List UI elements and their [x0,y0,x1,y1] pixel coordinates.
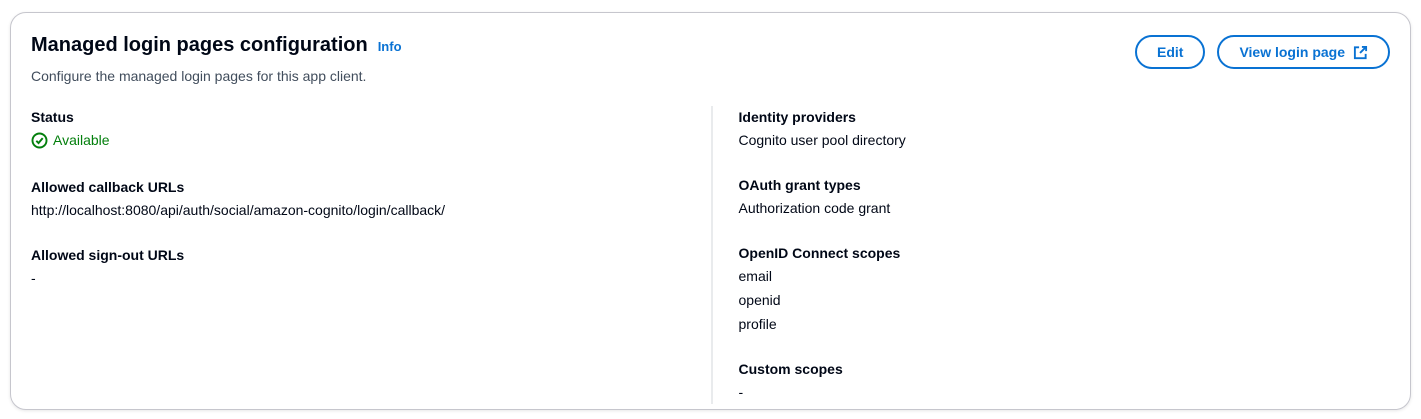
oauth-grant-value: Authorization code grant [738,200,891,216]
scope-value-email: email [738,268,772,284]
field-custom-scopes: Custom scopes - [739,358,1391,404]
view-login-page-button-label: View login page [1239,44,1345,60]
field-label: Identity providers [738,109,856,125]
status-text: Available [53,132,110,148]
panel-content: Status Available Allowed callback URLs h… [31,106,1390,404]
signout-url-value: - [31,269,36,286]
left-column: Status Available Allowed callback URLs h… [31,106,711,404]
header-actions: Edit View login page [1135,35,1390,69]
status-badge: Available [31,128,110,152]
callback-url-value: http://localhost:8080/api/auth/social/am… [31,201,446,218]
right-column: Identity providers Cognito user pool dir… [710,106,1391,404]
field-label: Custom scopes [738,361,843,377]
edit-button-label: Edit [1157,44,1184,60]
field-identity-providers: Identity providers Cognito user pool dir… [739,106,1391,152]
field-allowed-callback-urls: Allowed callback URLs http://localhost:8… [31,176,711,222]
identity-provider-value: Cognito user pool directory [738,132,906,148]
field-label: OpenID Connect scopes [738,245,901,261]
managed-login-pages-panel: Managed login pages configuration Info C… [10,12,1411,410]
field-status: Status Available [31,106,711,154]
panel-header-text: Managed login pages configuration Info C… [31,33,402,86]
panel-header: Managed login pages configuration Info C… [31,33,1390,86]
view-login-page-button[interactable]: View login page [1217,35,1390,69]
field-label: OAuth grant types [738,177,861,193]
field-allowed-signout-urls: Allowed sign-out URLs - [31,244,711,290]
info-link[interactable]: Info [377,39,402,54]
field-label: Allowed callback URLs [31,178,185,195]
field-openid-connect-scopes: OpenID Connect scopes email openid profi… [739,242,1391,336]
scope-value-openid: openid [738,292,781,308]
custom-scopes-value: - [738,384,744,400]
field-oauth-grant-types: OAuth grant types Authorization code gra… [739,174,1391,220]
field-label: Allowed sign-out URLs [31,246,185,263]
panel-title: Managed login pages configuration [31,34,368,56]
success-check-circle-icon [31,132,48,149]
field-label: Status [31,109,74,125]
edit-button[interactable]: Edit [1135,35,1206,69]
scope-value-profile: profile [738,316,777,332]
panel-description: Configure the managed login pages for th… [31,68,367,84]
external-link-icon [1353,45,1368,60]
